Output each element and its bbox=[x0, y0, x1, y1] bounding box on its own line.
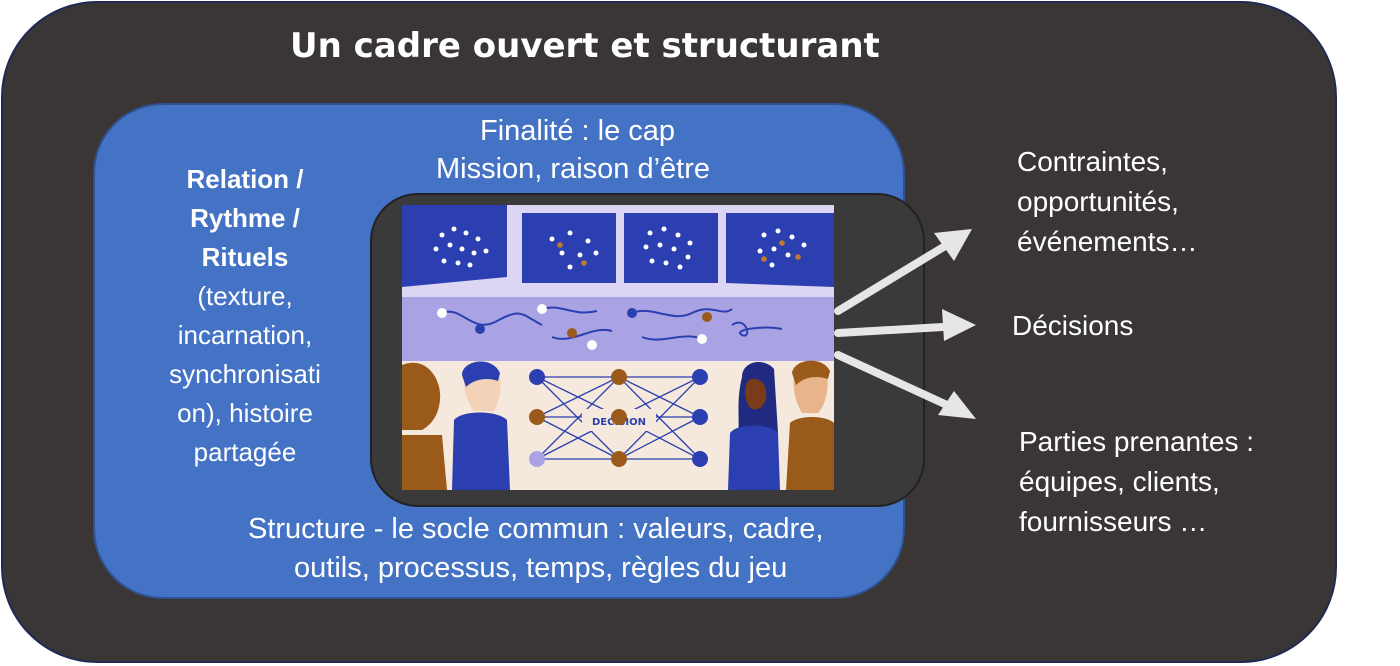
panel-2 bbox=[522, 213, 616, 283]
panel-1 bbox=[402, 205, 507, 287]
finalite-line-1: Finalité : le cap bbox=[480, 112, 675, 150]
constraints-line-3: événements… bbox=[1017, 222, 1198, 262]
relation-block: Relation / Rythme / Rituels (texture, in… bbox=[150, 160, 340, 472]
page-title: Un cadre ouvert et structurant bbox=[290, 26, 880, 66]
relation-text-1: (texture, bbox=[150, 277, 340, 316]
relation-bold-3: Rituels bbox=[150, 238, 340, 277]
relation-text-5: partagée bbox=[150, 433, 340, 472]
relation-bold-2: Rythme / bbox=[150, 199, 340, 238]
structure-line-1: Structure - le socle commun : valeurs, c… bbox=[248, 510, 823, 548]
arrow-up bbox=[838, 237, 960, 311]
relation-text-2: incarnation, bbox=[150, 316, 340, 355]
flow-band bbox=[402, 297, 834, 361]
stakeholders-block: Parties prenantes : équipes, clients, fo… bbox=[1019, 422, 1254, 542]
panel-3 bbox=[624, 213, 718, 283]
decisions-label: Décisions bbox=[1012, 306, 1133, 346]
panel-4 bbox=[726, 213, 834, 287]
relation-bold-1: Relation / bbox=[150, 160, 340, 199]
stakeholders-line-2: équipes, clients, bbox=[1019, 462, 1254, 502]
stakeholders-line-1: Parties prenantes : bbox=[1019, 422, 1254, 462]
stakeholders-line-3: fournisseurs … bbox=[1019, 502, 1254, 542]
finalite-line-2: Mission, raison d’être bbox=[436, 150, 710, 188]
outcome-arrows bbox=[830, 215, 1000, 425]
arrow-down bbox=[838, 355, 960, 411]
constraints-block: Contraintes, opportunités, événements… bbox=[1017, 142, 1198, 262]
constraints-line-1: Contraintes, bbox=[1017, 142, 1198, 182]
constraints-line-2: opportunités, bbox=[1017, 182, 1198, 222]
arrow-right bbox=[838, 326, 960, 333]
decision-illustration: DECISION bbox=[402, 205, 834, 490]
relation-text-4: on), histoire bbox=[150, 394, 340, 433]
relation-text-3: synchronisati bbox=[150, 355, 340, 394]
structure-line-2: outils, processus, temps, règles du jeu bbox=[294, 549, 787, 587]
